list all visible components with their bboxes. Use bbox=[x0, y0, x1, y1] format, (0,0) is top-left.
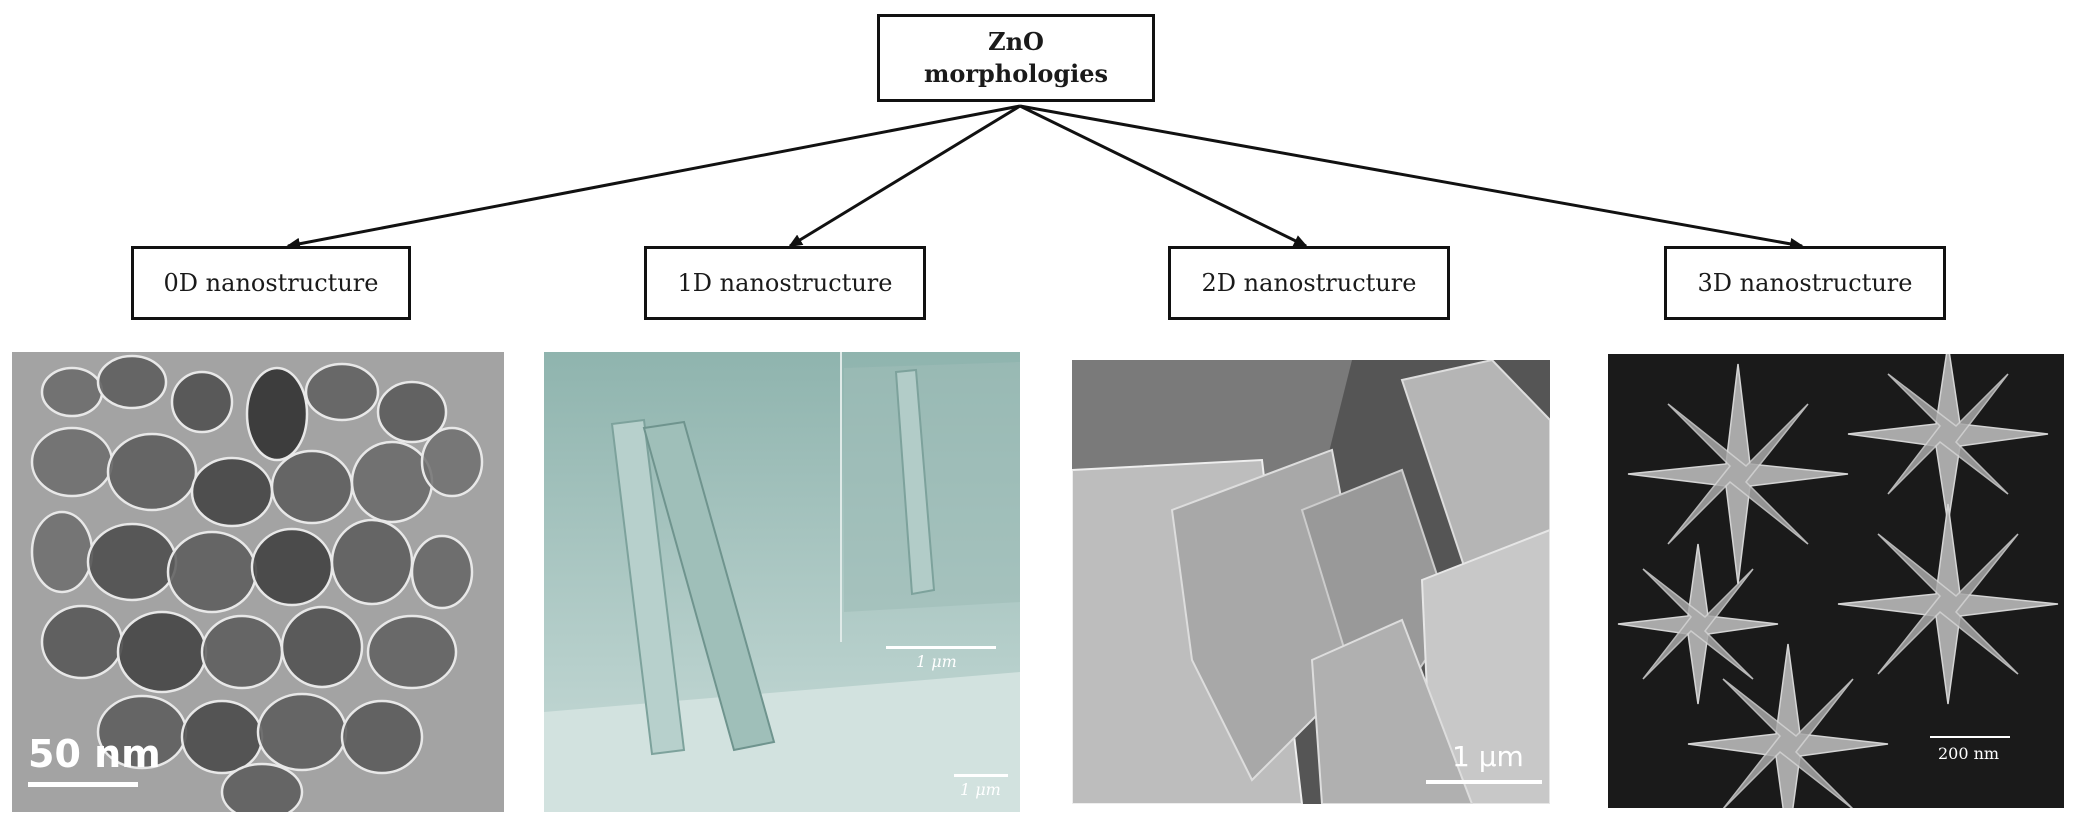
micrograph-1d-nanorods: 1 μm 1 μm bbox=[544, 352, 1020, 812]
category-3d-label: 3D nanostructure bbox=[1697, 269, 1913, 297]
category-3d-box: 3D nanostructure bbox=[1664, 246, 1946, 320]
root-title-line2: morphologies bbox=[923, 59, 1109, 88]
category-2d-label: 2D nanostructure bbox=[1201, 269, 1417, 297]
scale-bar-3d: 200 nm bbox=[1930, 736, 2010, 763]
scale-label-2d: 1 μm bbox=[1452, 740, 1524, 773]
scale-bar-2d: 1 μm bbox=[1426, 740, 1542, 784]
arrow-to-1d bbox=[788, 104, 1021, 248]
scale-label-0d: 50 nm bbox=[28, 732, 161, 776]
category-2d-box: 2D nanostructure bbox=[1168, 246, 1450, 320]
category-0d-box: 0D nanostructure bbox=[131, 246, 411, 320]
micrograph-2d-nanosheets: 1 μm bbox=[1072, 360, 1550, 804]
scale-label-1d-inset: 1 μm bbox=[916, 652, 957, 671]
scale-label-1d: 1 μm bbox=[960, 780, 1001, 799]
category-1d-label: 1D nanostructure bbox=[677, 269, 893, 297]
root-title-line1: ZnO bbox=[988, 27, 1044, 56]
scale-bar-1d-inset: 1 μm bbox=[886, 646, 996, 671]
micrograph-0d-nanoparticles: 50 nm bbox=[12, 352, 504, 812]
scale-bar-1d: 1 μm bbox=[954, 774, 1008, 799]
arrow-to-0d bbox=[286, 104, 1021, 250]
root-node-zno-morphologies: ZnO morphologies bbox=[877, 14, 1155, 102]
category-1d-box: 1D nanostructure bbox=[644, 246, 926, 320]
category-0d-label: 0D nanostructure bbox=[163, 269, 379, 297]
arrow-to-2d bbox=[1019, 104, 1308, 248]
scale-label-3d: 200 nm bbox=[1938, 744, 2000, 763]
scale-bar-0d: 50 nm bbox=[28, 732, 161, 787]
micrograph-3d-flowers: 200 nm bbox=[1608, 354, 2064, 808]
arrow-to-3d bbox=[1019, 104, 1804, 250]
